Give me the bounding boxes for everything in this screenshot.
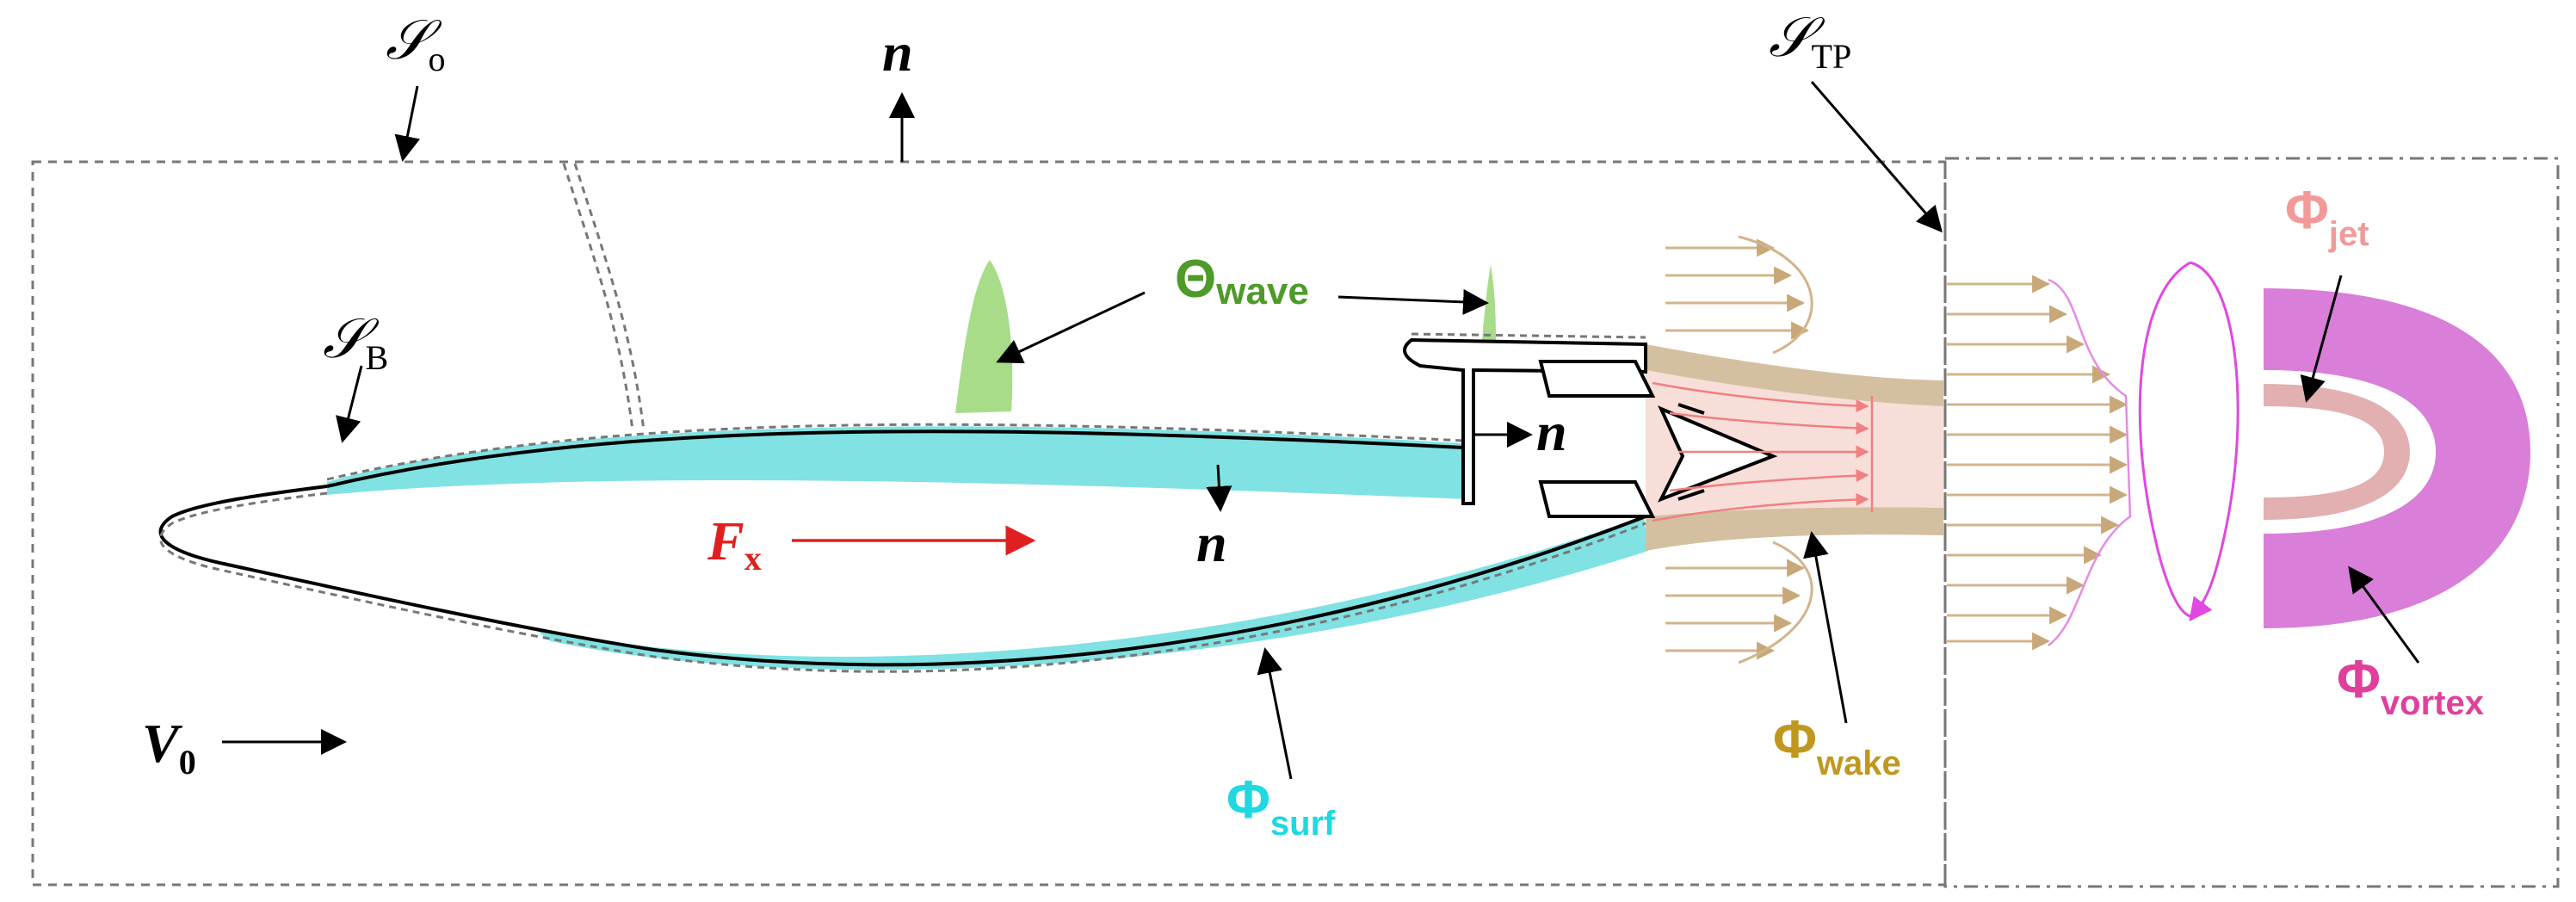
vortex-region [2264,288,2530,628]
label-n-bottom: n [1196,512,1227,573]
label-s-o: 𝒮o [386,9,446,78]
label-s-tp: 𝒮TP [1769,7,1851,76]
phi-surf-pointer [1257,647,1293,780]
label-v-0: V0 [142,713,196,782]
trefftz-arrows [1947,275,2128,651]
jet-arrows [1652,381,1874,522]
wake-region [1646,344,1943,551]
s-o-pointer [394,85,421,162]
phi-jet-pointer [2300,275,2343,403]
s-tp-pointer [1810,81,1943,233]
label-n-right: n [1536,401,1567,462]
label-f-x: Fx [707,510,762,578]
trefftz-profile [2048,278,2132,646]
flow-arrows-upper [1665,235,1813,355]
label-theta-wave: Θwave [1175,250,1309,312]
label-n-top: n [882,22,913,83]
label-phi-jet: Φjet [2285,181,2369,253]
n-bottom-arrow [1206,464,1232,512]
cut-line [562,163,646,431]
trefftz-plane-box [1943,157,2560,888]
vortex-circulation [2138,261,2239,622]
label-phi-surf: Φsurf [1226,770,1336,843]
s-b-pointer [336,365,363,443]
wave-region [955,260,1496,413]
phi-vortex-pointer [2348,565,2420,664]
jet-region [1646,370,1943,516]
pointer-arrows [222,81,2420,780]
flow-arrows-lower [1665,541,1813,664]
airfoil-body [158,332,1778,673]
phi-wake-pointer [1803,531,1848,724]
label-phi-wake: Φwake [1773,710,1901,782]
theta-wave-pointer-right [1337,288,1489,315]
label-phi-vortex: Φvortex [2337,650,2484,722]
theta-wave-pointer-left [996,291,1146,364]
label-s-b: 𝒮B [323,308,388,377]
